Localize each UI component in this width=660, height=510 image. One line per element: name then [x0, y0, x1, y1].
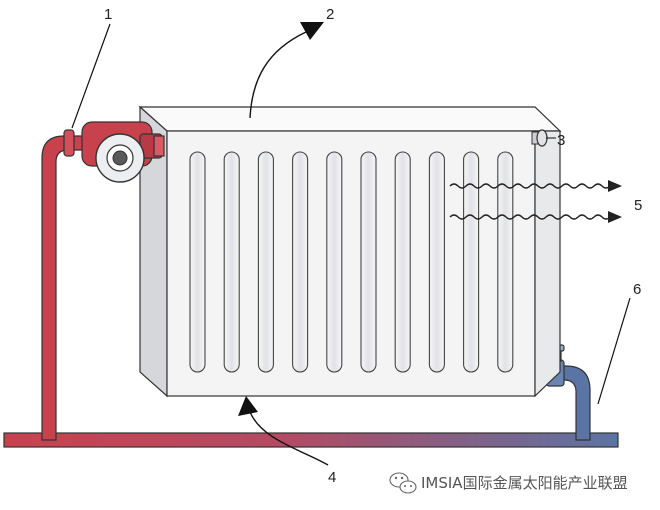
radiator-fin — [257, 151, 274, 373]
watermark: IMSIA国际金属太阳能产业联盟 — [389, 472, 628, 494]
wechat-icon — [389, 472, 417, 494]
callout-4-label: 4 — [328, 469, 336, 486]
radiator-fin — [292, 151, 309, 373]
radiator-fin — [189, 151, 206, 373]
cold-air-arrow — [238, 396, 329, 466]
callout-1-label: 1 — [104, 6, 112, 23]
radiator-fin — [428, 151, 445, 373]
watermark-text: IMSIA国际金属太阳能产业联盟 — [421, 474, 628, 492]
callout-2-label: 2 — [326, 6, 334, 23]
supply-pipe-hot — [41, 129, 89, 441]
thermostatic-valve — [81, 121, 165, 183]
radiator-fin — [463, 151, 480, 373]
warm-air-arrow — [249, 22, 324, 119]
callout-leaders — [71, 23, 631, 405]
radiator — [138, 105, 562, 398]
radiator-fin — [360, 151, 377, 373]
floor-pipe — [3, 432, 619, 448]
radiator-fins — [189, 151, 514, 373]
radiator-fin — [394, 151, 411, 373]
bleed-valve — [531, 129, 548, 147]
radiator-fin — [326, 151, 343, 373]
callout-3-label: 3 — [557, 132, 565, 149]
radiator-fin — [497, 151, 514, 373]
callout-6-label: 6 — [633, 281, 641, 298]
radiator-fin — [223, 151, 240, 373]
heat-waves — [449, 180, 622, 223]
callout-5-label: 5 — [634, 197, 642, 214]
